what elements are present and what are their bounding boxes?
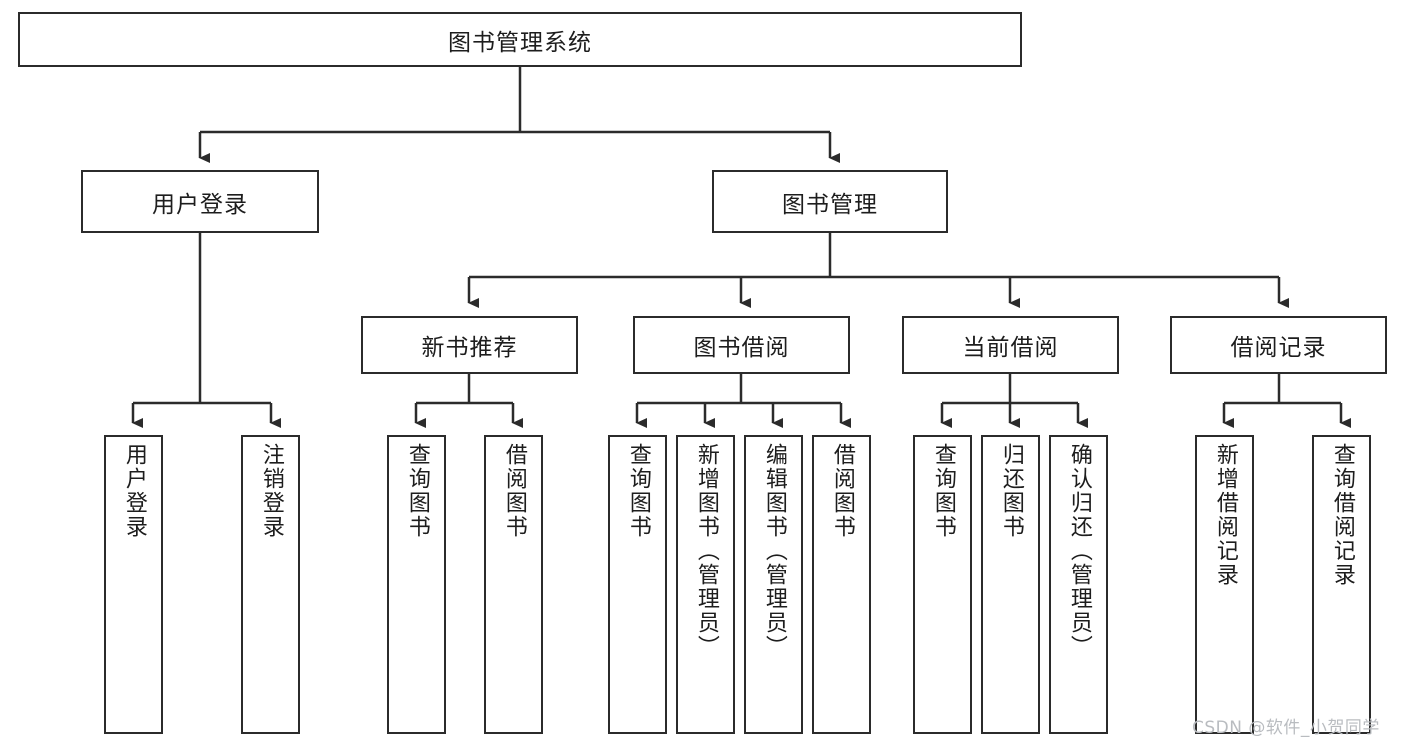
node-label: 归还图书 bbox=[998, 443, 1024, 539]
node-borrow-records[interactable]: 借阅记录 bbox=[1170, 316, 1387, 374]
node-label: 新增借阅记录 bbox=[1212, 443, 1238, 587]
node-label: 借阅图书 bbox=[501, 443, 527, 539]
node-label: 当前借阅 bbox=[962, 335, 1059, 361]
node-label: 查询图书 bbox=[625, 443, 651, 539]
leaf-current-query-book[interactable]: 查询图书 bbox=[913, 435, 972, 734]
leaf-borrow-add-book-admin[interactable]: 新增图书（管理员） bbox=[676, 435, 735, 734]
leaf-records-query-record[interactable]: 查询借阅记录 bbox=[1312, 435, 1371, 734]
leaf-current-confirm-return-admin[interactable]: 确认归还（管理员） bbox=[1049, 435, 1108, 734]
leaf-current-return-book[interactable]: 归还图书 bbox=[981, 435, 1040, 734]
node-label: 借阅记录 bbox=[1230, 335, 1327, 361]
leaf-records-add-record[interactable]: 新增借阅记录 bbox=[1195, 435, 1254, 734]
node-label: 编辑图书（管理员） bbox=[761, 443, 787, 659]
node-label: 用户登录 bbox=[152, 191, 248, 218]
node-label: 图书管理系统 bbox=[448, 29, 592, 56]
node-new-book-recommend[interactable]: 新书推荐 bbox=[361, 316, 578, 374]
leaf-user-login-logout[interactable]: 注销登录 bbox=[241, 435, 300, 734]
leaf-borrow-edit-book-admin[interactable]: 编辑图书（管理员） bbox=[744, 435, 803, 734]
node-label: 查询借阅记录 bbox=[1329, 443, 1355, 587]
node-book-management[interactable]: 图书管理 bbox=[712, 170, 948, 233]
node-label: 新增图书（管理员） bbox=[693, 443, 719, 659]
node-label: 图书借阅 bbox=[693, 335, 790, 361]
node-label: 图书管理 bbox=[782, 191, 878, 218]
node-current-borrow[interactable]: 当前借阅 bbox=[902, 316, 1119, 374]
node-label: 查询图书 bbox=[404, 443, 430, 539]
leaf-recommend-query-book[interactable]: 查询图书 bbox=[387, 435, 446, 734]
watermark: CSDN @软件_小贺同学 bbox=[1192, 718, 1380, 738]
node-label: 注销登录 bbox=[258, 443, 284, 539]
node-label: 新书推荐 bbox=[421, 335, 518, 361]
leaf-borrow-borrow-book[interactable]: 借阅图书 bbox=[812, 435, 871, 734]
leaf-user-login-login[interactable]: 用户登录 bbox=[104, 435, 163, 734]
node-label: 确认归还（管理员） bbox=[1066, 443, 1092, 659]
leaf-borrow-query-book[interactable]: 查询图书 bbox=[608, 435, 667, 734]
node-book-borrow[interactable]: 图书借阅 bbox=[633, 316, 850, 374]
node-root-book-management-system[interactable]: 图书管理系统 bbox=[18, 12, 1022, 67]
node-label: 查询图书 bbox=[930, 443, 956, 539]
node-user-login[interactable]: 用户登录 bbox=[81, 170, 319, 233]
node-label: 用户登录 bbox=[121, 443, 147, 539]
node-label: 借阅图书 bbox=[829, 443, 855, 539]
leaf-recommend-borrow-book[interactable]: 借阅图书 bbox=[484, 435, 543, 734]
